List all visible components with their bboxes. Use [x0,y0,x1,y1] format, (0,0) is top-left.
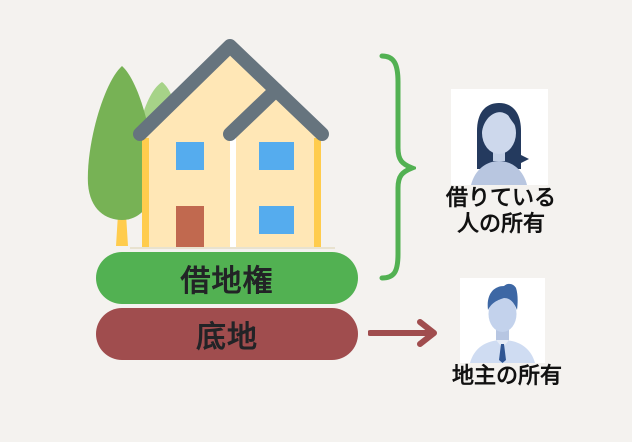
tenant-label-line2: 人の所有 [456,212,545,237]
leasehold-layer: 借地権 [96,252,358,304]
window-icon [259,142,294,170]
tenant-label-line1: 借りている [445,186,556,211]
land-label: 底地 [196,320,258,355]
landowner-label: 地主の所有 [451,364,562,389]
arrow-right-icon [368,319,437,347]
roof-main [133,39,329,141]
wall-divider [230,138,236,248]
tenant-ownership-label: 借りている 人の所有 [426,186,576,238]
curly-brace-icon [379,53,416,281]
wall-edge-right [314,138,321,248]
leasehold-label: 借地権 [180,264,274,299]
roof-secondary [223,83,283,141]
wall-edge-left [142,138,149,248]
house-illustration [130,39,335,249]
landowner-ownership-label: 地主の所有 [432,364,582,390]
window-icon [176,142,204,170]
male-user-avatar [460,278,545,363]
tree-trunk [116,214,128,246]
tree-dark-icon [87,66,155,220]
female-user-avatar [451,89,548,185]
door-icon [176,206,204,248]
male-user-icon [470,283,535,363]
window-icon [259,206,294,234]
female-user-icon [471,103,529,185]
land-layer: 底地 [96,308,358,360]
